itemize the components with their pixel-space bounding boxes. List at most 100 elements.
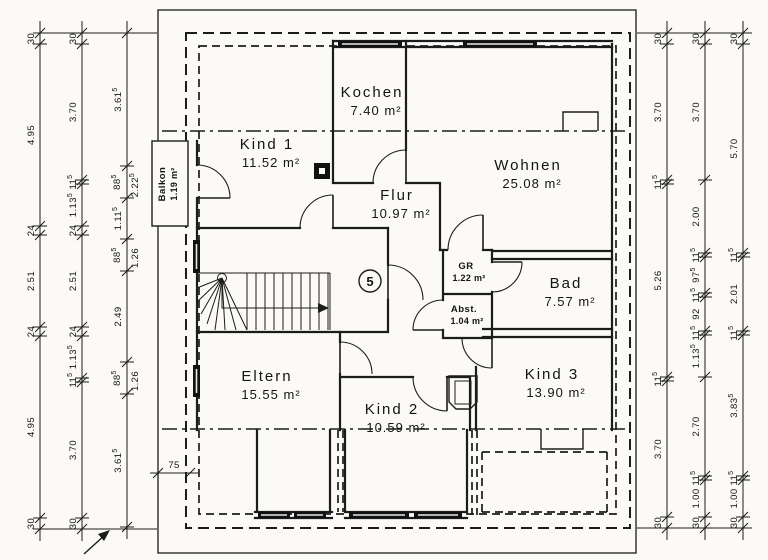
witness-lines	[33, 32, 752, 530]
dim-label: 30	[653, 33, 664, 44]
dim-label: 2.51	[26, 271, 37, 291]
windows	[193, 41, 537, 518]
door-eltern	[339, 341, 373, 375]
staircase	[196, 272, 331, 331]
dim-label: 30	[26, 33, 37, 44]
dim-label: 1.135	[67, 345, 79, 369]
dim-label: 3.70	[68, 102, 79, 122]
dim-label: 115	[690, 288, 702, 303]
dim-label: 30	[729, 517, 740, 528]
dim-label: 3.615	[112, 87, 124, 111]
room-area: 1.22 m²	[452, 273, 485, 283]
room-name: Kind 3	[525, 366, 580, 383]
door-abst	[412, 299, 444, 331]
dim-label: 24	[26, 225, 37, 236]
dim-label: 115	[652, 372, 664, 387]
dim-label: 30	[26, 518, 37, 529]
dim-label: 115	[67, 175, 79, 190]
dim-label: 115	[728, 471, 740, 486]
dim-label: 115	[690, 326, 702, 341]
dim-label: 24	[68, 225, 79, 236]
room-area: 15.55 m²	[241, 387, 300, 402]
dim-label: 30	[653, 517, 664, 528]
dim-label: 115	[652, 175, 664, 190]
room-area: 11.52 m²	[242, 155, 300, 170]
room-area: 10.59 m²	[366, 420, 425, 435]
room-area: 25.08 m²	[502, 176, 561, 191]
dim-label: 2.00	[691, 206, 702, 226]
dim-label: 885	[111, 370, 123, 386]
doors	[196, 149, 523, 412]
dim-label: 2.70	[691, 416, 702, 436]
room-name: Eltern	[241, 368, 292, 385]
room-name: Abst.	[451, 304, 477, 315]
dim-label: 3.70	[653, 439, 664, 459]
stair-pole	[217, 273, 227, 283]
dimension-chains: 304.95242.51244.9530303.701151.135242.51…	[26, 21, 750, 541]
door-kochen	[372, 149, 407, 184]
dim-label: 1.115	[112, 207, 124, 231]
dim-label: 24	[68, 326, 79, 337]
roof-notch-top	[562, 111, 599, 131]
room-name: Wohnen	[494, 157, 562, 174]
dim-label: 2.49	[113, 306, 124, 326]
dim-label-75: 75	[168, 460, 179, 471]
dim-label: 30	[68, 33, 79, 44]
dim-label: 92	[691, 308, 702, 319]
roof-notch-bottom	[540, 429, 584, 450]
room-name: Kind 2	[365, 401, 420, 418]
dim-label: 1.00	[691, 488, 702, 508]
dim-label: 3.835	[728, 393, 740, 417]
dim-label: 4.95	[26, 417, 37, 437]
dimension-75: 75	[150, 460, 198, 479]
room-name: GR	[458, 261, 473, 272]
knee-wall-lines	[162, 111, 630, 515]
dim-label: 975	[690, 267, 702, 283]
dim-label: 2.225	[129, 173, 141, 197]
dim-label: 115	[690, 248, 702, 263]
walls	[195, 39, 614, 520]
door-kind3	[461, 337, 493, 369]
door-kind2	[412, 376, 448, 412]
stair-direction-arrow	[318, 303, 329, 313]
room-name: Flur	[380, 187, 414, 204]
door-stairwell	[387, 264, 424, 301]
room-area: 1.19 m²	[169, 167, 179, 200]
unit-number: 5	[366, 274, 373, 289]
dim-label: 3.70	[653, 102, 664, 122]
dim-label: 5.26	[653, 270, 664, 290]
room-area: 1.04 m²	[450, 316, 483, 326]
room-area: 7.57 m²	[544, 294, 595, 309]
dim-label: 885	[111, 174, 123, 190]
dim-label: 1.26	[130, 248, 141, 268]
room-name: Kind 1	[240, 136, 295, 153]
dim-label: 115	[728, 326, 740, 341]
dim-label: 1.135	[690, 344, 702, 368]
door-kind1	[299, 194, 334, 229]
dim-label: 30	[691, 33, 702, 44]
room-name: Kochen	[341, 84, 404, 101]
room-name: Balkon	[157, 167, 168, 202]
door-bad	[491, 261, 523, 293]
door-balcony	[196, 164, 231, 199]
dim-label: 3.70	[68, 440, 79, 460]
balcony	[151, 140, 189, 227]
dim-label: 3.615	[112, 448, 124, 472]
roof-space-kind3	[481, 451, 608, 513]
door-wohnen	[447, 214, 484, 251]
sheet-border	[157, 9, 637, 554]
dim-label: 1.135	[67, 193, 79, 217]
room-name: Bad	[550, 275, 583, 292]
dim-label: 30	[729, 33, 740, 44]
dim-label: 24	[26, 326, 37, 337]
dim-label: 1.26	[130, 371, 141, 391]
dim-label: 2.01	[729, 284, 740, 304]
dim-label: 115	[728, 248, 740, 263]
dim-label: 30	[691, 517, 702, 528]
dim-label: 885	[111, 247, 123, 263]
dim-label: 3.70	[691, 102, 702, 122]
chimney-block	[314, 163, 478, 410]
